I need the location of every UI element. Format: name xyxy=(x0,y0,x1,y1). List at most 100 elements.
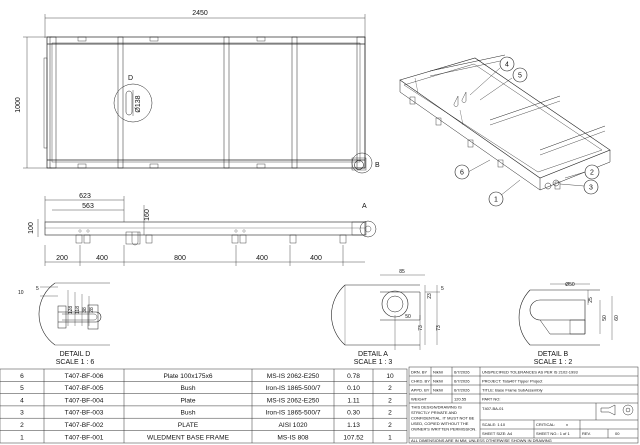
detail-a xyxy=(331,274,440,350)
detail-a-dim-5: 5 xyxy=(441,286,444,292)
bom-cell: 2 xyxy=(388,385,392,392)
tb-sheet-no: SHEET NO.: 1 of 1 xyxy=(536,431,570,436)
detail-a-scale: SCALE 1 : 3 xyxy=(354,359,393,366)
bom-row: 1 T407-BF-001 WLEDMENT BASE FRAME MS-IS 808… xyxy=(20,434,392,441)
detail-a-dim-73a: 73 xyxy=(418,325,424,331)
bom-cell: Bush xyxy=(180,385,195,392)
detail-d-dim-128: 128 xyxy=(68,306,74,315)
bom-cell: MS-IS 808 xyxy=(277,434,308,441)
detail-b-label: DETAIL B xyxy=(538,351,569,358)
bom-cell: 3 xyxy=(20,410,24,417)
balloon-3-label: 3 xyxy=(589,185,593,192)
title-block xyxy=(408,366,639,444)
label-detail-b: B xyxy=(375,162,380,169)
tb-tolerance: UNSPECIFIED TOLERANCES AS PER IS 2102-19… xyxy=(482,370,578,375)
bom-cell: 2 xyxy=(20,422,24,429)
detail-b-dim-dia50: Ø50 xyxy=(565,282,575,288)
bom-cell: 2 xyxy=(388,410,392,417)
tb-scale: SCALE: 1:10 xyxy=(482,422,506,427)
detail-a-dim-85: 85 xyxy=(399,269,405,275)
balloon-6-label: 6 xyxy=(460,170,464,177)
bom-cell: 0.30 xyxy=(347,410,360,417)
tb-notice-1: THIS DESIGN/DRAWING IS xyxy=(411,405,462,410)
dim-hole: Ø138 xyxy=(135,95,142,112)
bom-cell: T407-BF-003 xyxy=(65,410,104,417)
detail-a-dim-73b: 73 xyxy=(436,325,442,331)
bom-cell: 0.10 xyxy=(347,385,360,392)
bom-cell: PLATE xyxy=(178,422,199,429)
balloon-6: 6 xyxy=(454,164,470,180)
bom-cell: 10 xyxy=(386,373,394,380)
label-detail-a: A xyxy=(362,203,367,210)
balloon-5: 5 xyxy=(512,67,528,83)
dim-800: 800 xyxy=(174,255,186,262)
tb-part-no-label: PART NO: xyxy=(482,397,500,402)
side-view xyxy=(37,196,377,266)
detail-d-dim-5: 5 xyxy=(36,286,39,292)
detail-d-dim-10: 10 xyxy=(18,290,24,296)
bom-cell: 2 xyxy=(388,422,392,429)
bom-cell: 1 xyxy=(20,434,24,441)
balloon-1-label: 1 xyxy=(494,197,498,204)
bom-cell: Plate xyxy=(180,397,195,404)
bom-cell: 1.13 xyxy=(347,422,360,429)
tb-notice-3: CONFIDENTIAL. IT MUST NOT BE xyxy=(411,416,475,421)
detail-a-label: DETAIL A xyxy=(358,351,388,358)
bom-cell: MS-IS 2062-E250 xyxy=(267,397,320,404)
tb-title: TITLE: Base Frame SubAssembly xyxy=(482,388,542,393)
label-detail-d: D xyxy=(128,75,133,82)
dim-563: 563 xyxy=(82,203,94,210)
tb-notice-5: OWNER'S WRITTEN PERMISSION. xyxy=(411,427,476,432)
tb-appd-date: 6/7/2026 xyxy=(454,388,470,393)
detail-d-scale: SCALE 1 : 6 xyxy=(56,359,95,366)
bom-cell: 5 xyxy=(20,385,24,392)
tb-critical-value: x xyxy=(566,422,568,427)
balloon-3: 3 xyxy=(583,179,599,195)
bom-cell: 1.11 xyxy=(347,397,360,404)
tb-sheet-size: SHEET SIZE: A4 xyxy=(482,431,513,436)
detail-a-dim-50: 50 xyxy=(405,314,411,320)
balloon-1: 1 xyxy=(488,191,504,207)
detail-b-dim-25: 25 xyxy=(588,297,594,303)
bom-cell: Iron-IS 1865-500/7 xyxy=(266,410,321,417)
dim-400-b: 400 xyxy=(256,255,268,262)
bom-cell: 1 xyxy=(388,434,392,441)
bom-cell: WLEDMENT BASE FRAME xyxy=(147,434,230,441)
bom-cell: T407-BF-002 xyxy=(65,422,104,429)
tb-drn-name: Nikhil xyxy=(433,370,443,375)
balloon-4-label: 4 xyxy=(505,62,509,69)
tb-footer: ALL DIMENSIONS ARE IN MM, UNLESS OTHERWI… xyxy=(411,438,552,443)
tb-drn-date: 6/7/2026 xyxy=(454,370,470,375)
dim-100: 100 xyxy=(28,222,35,234)
bom-cell: Bush xyxy=(180,410,195,417)
bom-cell: 6 xyxy=(20,373,24,380)
dim-623: 623 xyxy=(79,193,91,200)
bom-cell: T407-BF-001 xyxy=(65,434,104,441)
detail-d-dim-28: 28 xyxy=(89,307,95,313)
dim-400-a: 400 xyxy=(96,255,108,262)
tb-chkd-name: Nikhil xyxy=(433,379,443,384)
bom-cell: T407-BF-006 xyxy=(65,373,104,380)
tb-notice-4: USED, COPIED WITHOUT THE xyxy=(411,421,469,426)
bom-cell: T407-BF-005 xyxy=(65,385,104,392)
tb-critical: CRITICAL: xyxy=(536,422,555,427)
bom-cell: 107.52 xyxy=(343,434,364,441)
tb-part-no: T407-BA-01 xyxy=(482,406,504,411)
tb-appd-name: Nikhil xyxy=(433,388,443,393)
dim-400-c: 400 xyxy=(310,255,322,262)
tb-drn-by: DRN. BY xyxy=(411,370,428,375)
bom-cell: T407-BF-004 xyxy=(65,397,104,404)
tb-chkd-by: CHKD. BY xyxy=(411,379,430,384)
tb-project: PROJECT: Tata407 Tipper Project xyxy=(482,379,543,384)
projection-symbol xyxy=(600,404,634,416)
bom-cell: 2 xyxy=(388,397,392,404)
tb-weight-label: WEIGHT xyxy=(411,397,428,402)
dim-160: 160 xyxy=(144,209,151,221)
isometric-view xyxy=(399,54,611,197)
bom-cell: Iron-IS 1865-500/7 xyxy=(266,385,321,392)
bom-table xyxy=(0,368,408,444)
